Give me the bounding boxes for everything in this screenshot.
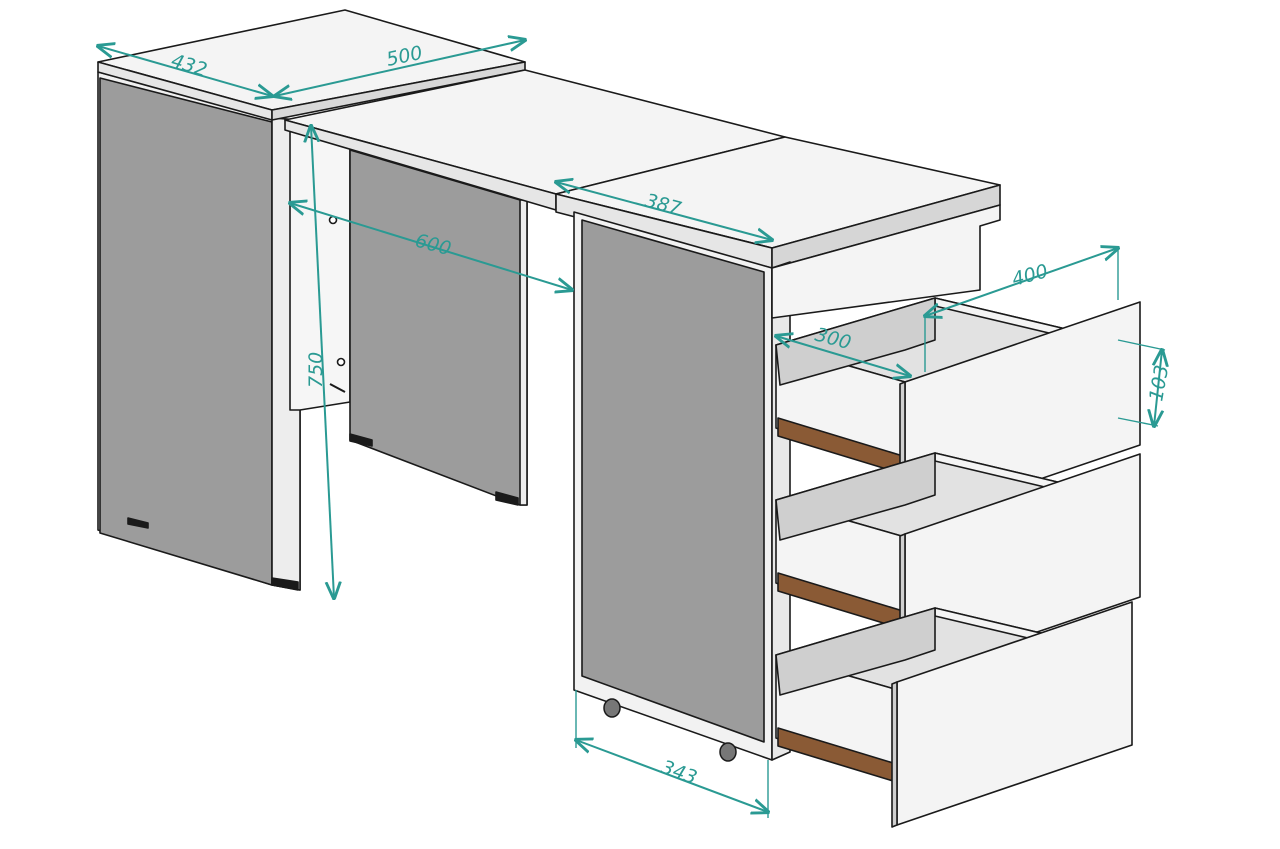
dim-label-height: 750 (305, 352, 327, 388)
dim-label-drawer-depth: 400 (1010, 260, 1051, 291)
dim-drawer-depth (925, 248, 1118, 316)
extension-line (1117, 417, 1159, 427)
dim-front-height (1154, 350, 1162, 426)
dimension-lines (98, 40, 1165, 818)
dim-label-front-height: 103 (1145, 363, 1173, 403)
dim-pedestal-depth (576, 740, 768, 812)
extension-line (1117, 339, 1166, 351)
dim-label-pedestal-depth: 343 (658, 756, 700, 789)
dim-height (311, 126, 334, 598)
drawer-3[interactable] (775, 601, 1133, 828)
pedestal-side (573, 211, 791, 761)
dim-top-width (275, 40, 525, 96)
drawers-group (775, 297, 1141, 828)
dim-sliding-depth (556, 182, 772, 240)
left-leg-panel (97, 71, 301, 591)
middle-leg-panel (349, 149, 528, 506)
dim-drawer-width (776, 336, 910, 376)
dim-top-depth (98, 46, 272, 96)
